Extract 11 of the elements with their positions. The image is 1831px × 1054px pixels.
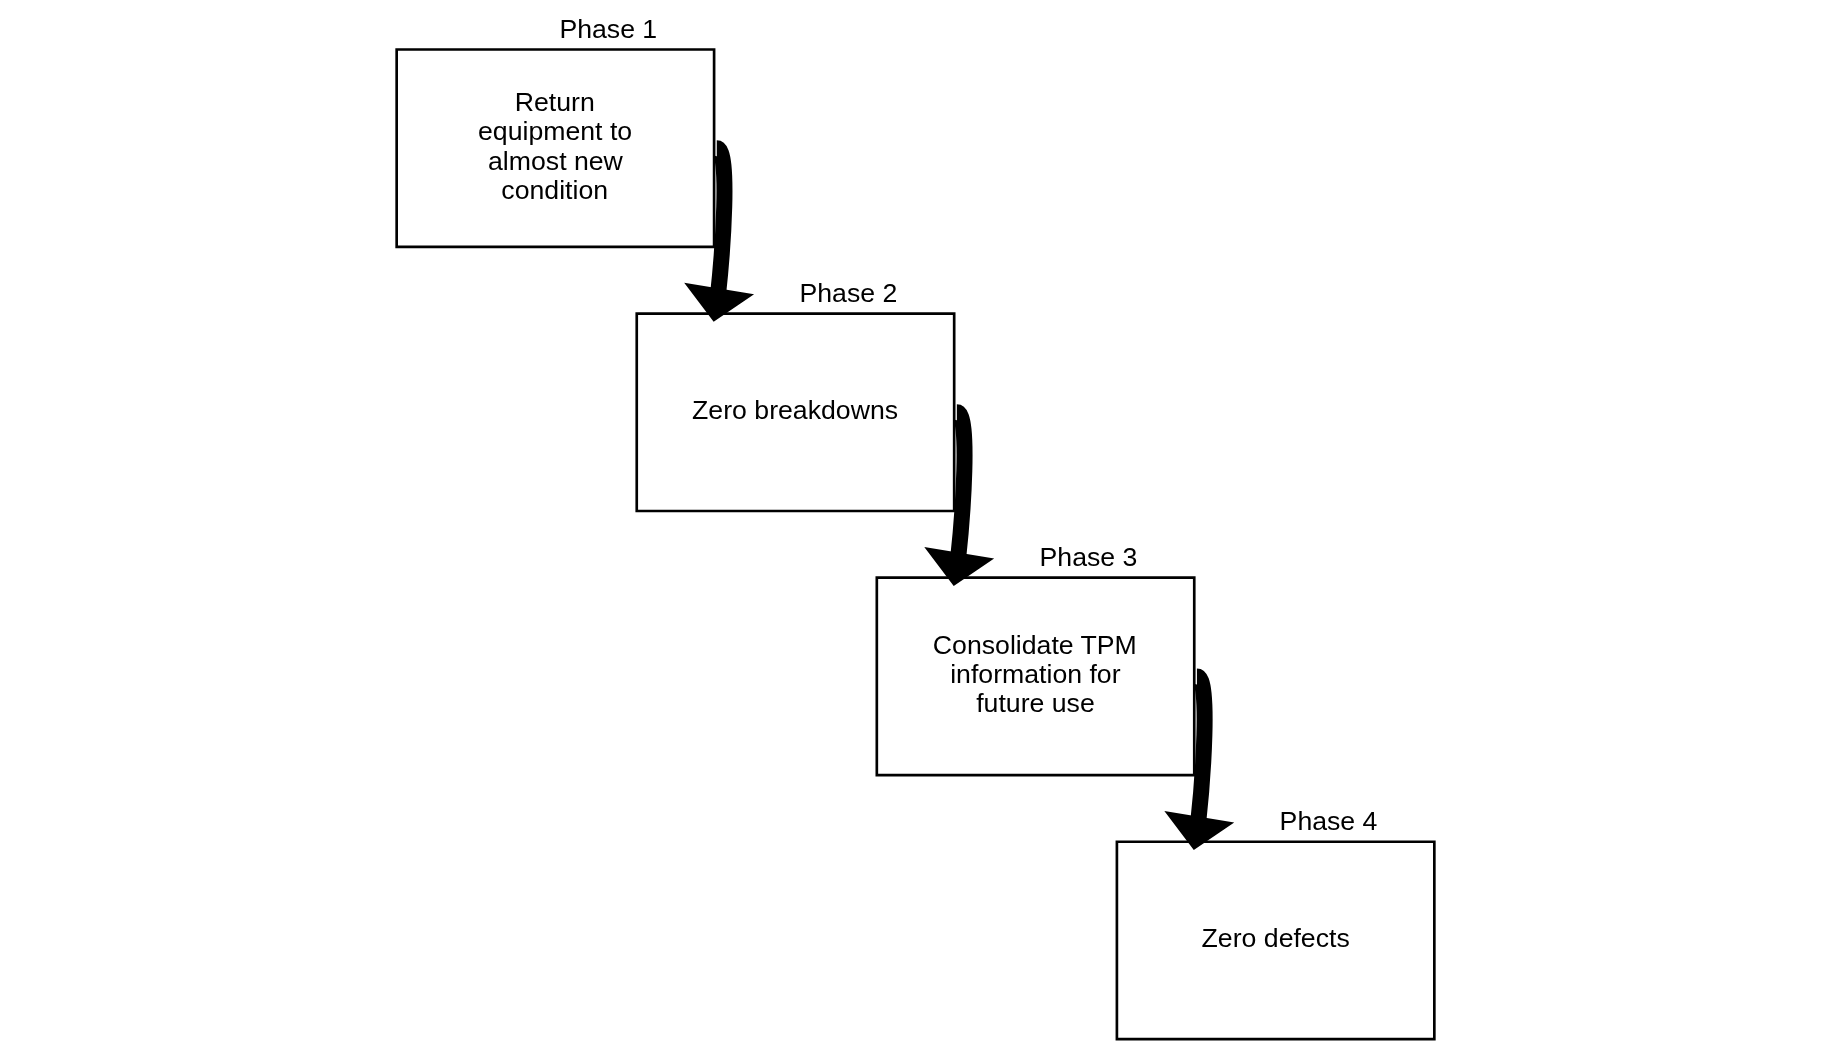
node-box: Consolidate TPM information for future use xyxy=(875,576,1196,777)
node-box: Zero defects xyxy=(1115,840,1436,1041)
arrow xyxy=(1164,669,1235,850)
node-label: Phase 1 xyxy=(559,13,658,44)
node-label: Phase 3 xyxy=(1039,541,1138,572)
node-box: Zero breakdowns xyxy=(635,312,956,513)
arrow xyxy=(924,405,995,586)
arrow xyxy=(684,141,755,322)
node-label: Phase 4 xyxy=(1279,805,1378,836)
node-label: Phase 2 xyxy=(799,277,898,308)
node-box: Return equipment to almost new condition xyxy=(395,48,716,249)
